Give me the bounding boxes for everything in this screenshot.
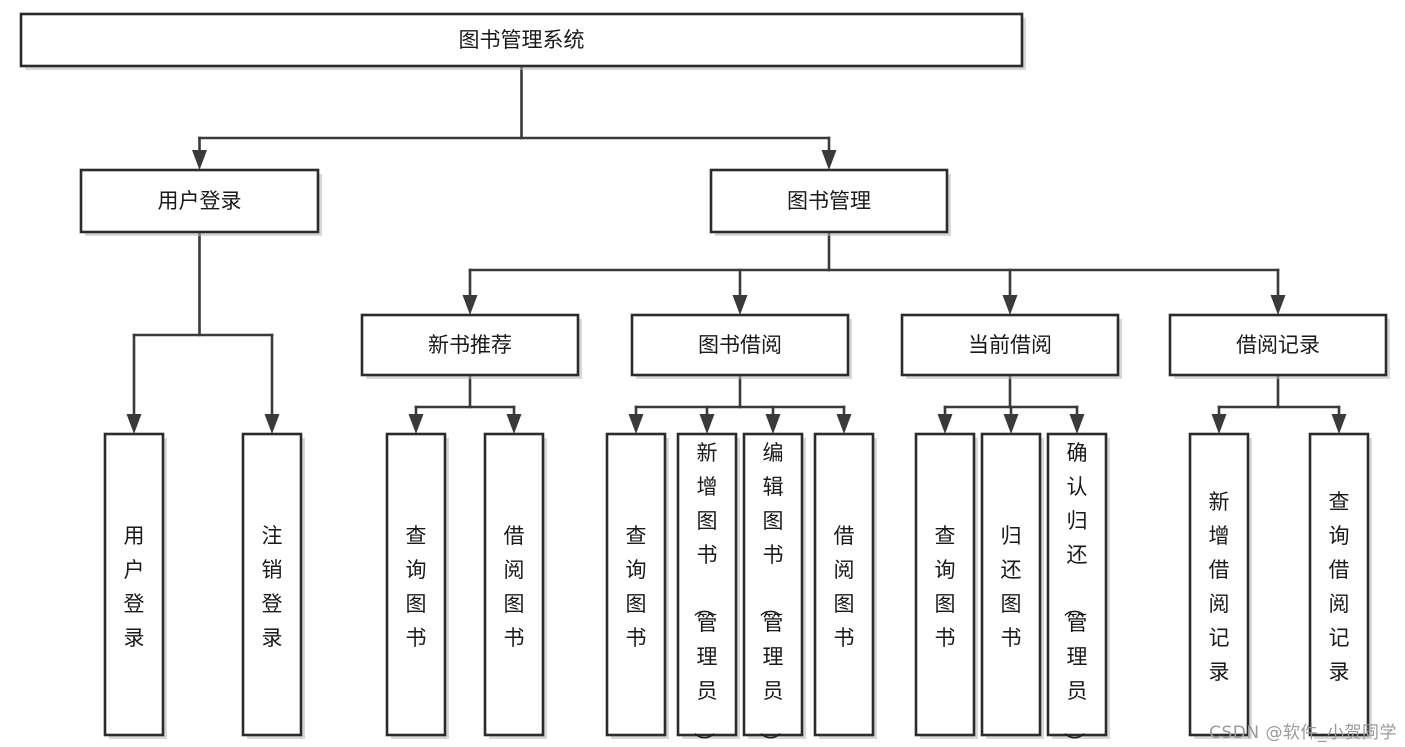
node-label: 查询图书 <box>406 524 427 650</box>
node-bookmgmt[interactable]: 图书管理 <box>709 168 951 236</box>
node-leaf-rec-2[interactable]: 查询借阅记录 <box>1308 432 1372 739</box>
arrowhead-icon <box>192 150 207 170</box>
node-label: 查询借阅记录 <box>1329 490 1350 684</box>
node-leaf-bor-2[interactable]: 新增图书（管理员） <box>676 432 740 747</box>
arrowhead-icon <box>1331 414 1347 434</box>
node-box[interactable] <box>813 432 875 737</box>
arrowhead-icon <box>937 414 953 434</box>
node-label: 确认归还（管理员） <box>1062 441 1088 747</box>
arrowhead-icon <box>765 414 781 434</box>
arrowhead-icon <box>1002 295 1018 315</box>
node-box[interactable] <box>1046 432 1108 737</box>
node-label: 借阅图书 <box>834 524 855 650</box>
node-leaf-bor-3[interactable]: 编辑图书（管理员） <box>742 432 806 747</box>
node-leaf-login-2[interactable]: 注销登录 <box>241 432 305 739</box>
node-box[interactable] <box>385 432 447 737</box>
node-label: 新增借阅记录 <box>1209 490 1230 684</box>
node-label: 借阅记录 <box>1236 333 1320 357</box>
node-box[interactable] <box>980 432 1042 737</box>
node-label: 当前借阅 <box>968 333 1052 357</box>
node-label: 新增图书（管理员） <box>692 441 718 747</box>
edge-borrow-leaf <box>628 373 852 434</box>
node-current[interactable]: 当前借阅 <box>900 313 1122 379</box>
arrowhead-icon <box>462 295 478 315</box>
arrowhead-icon <box>1270 295 1286 315</box>
node-box[interactable] <box>79 168 320 234</box>
node-box[interactable] <box>605 432 667 737</box>
edge-bookmgmt-to-l2 <box>462 230 1286 315</box>
node-leaf-new-1[interactable]: 查询图书 <box>385 432 449 739</box>
node-box[interactable] <box>241 432 303 737</box>
arrowhead-icon <box>408 414 424 434</box>
arrowhead-icon <box>699 414 715 434</box>
node-label: 归还图书 <box>1001 524 1022 650</box>
arrowhead-icon <box>1003 414 1019 434</box>
node-label: 用户登录 <box>158 189 242 213</box>
arrowhead-icon <box>506 414 522 434</box>
arrowhead-icon <box>1211 414 1227 434</box>
node-label: 注销登录 <box>262 524 283 650</box>
arrowhead-icon <box>732 295 748 315</box>
node-leaf-login-1[interactable]: 用户登录 <box>103 432 167 739</box>
node-newbook[interactable]: 新书推荐 <box>360 313 582 379</box>
node-box[interactable] <box>709 168 949 234</box>
edge-current-leaf <box>937 373 1085 434</box>
edge-record-leaf <box>1211 373 1347 434</box>
arrowhead-icon <box>264 414 280 434</box>
node-box[interactable] <box>676 432 738 737</box>
node-label: 编辑图书（管理员） <box>758 441 784 747</box>
node-label: 图书管理 <box>787 189 871 213</box>
node-box[interactable] <box>483 432 545 737</box>
node-label: 查询图书 <box>935 524 956 650</box>
node-leaf-new-2[interactable]: 借阅图书 <box>483 432 547 739</box>
node-box[interactable] <box>19 12 1024 68</box>
node-box[interactable] <box>360 313 580 377</box>
node-label: 新书推荐 <box>428 333 512 357</box>
node-box[interactable] <box>630 313 850 377</box>
node-box[interactable] <box>742 432 804 737</box>
edge-root-to-level1 <box>192 64 837 170</box>
node-leaf-cur-2[interactable]: 归还图书 <box>980 432 1044 739</box>
arrowhead-icon <box>1069 414 1085 434</box>
watermark-label: CSDN @软件_小贺同学 <box>1209 723 1397 743</box>
node-box[interactable] <box>103 432 165 737</box>
node-leaf-rec-1[interactable]: 新增借阅记录 <box>1188 432 1252 739</box>
node-record[interactable]: 借阅记录 <box>1168 313 1390 379</box>
node-box[interactable] <box>914 432 976 737</box>
edge-login-to-leaf <box>126 230 280 434</box>
node-borrow[interactable]: 图书借阅 <box>630 313 852 379</box>
arrowhead-icon <box>821 150 837 170</box>
node-label: 用户登录 <box>124 524 145 650</box>
node-leaf-cur-1[interactable]: 查询图书 <box>914 432 978 739</box>
node-label: 图书管理系统 <box>459 28 585 52</box>
node-root[interactable]: 图书管理系统 <box>19 12 1026 70</box>
node-leaf-bor-1[interactable]: 查询图书 <box>605 432 669 739</box>
node-leaf-bor-4[interactable]: 借阅图书 <box>813 432 877 739</box>
node-box[interactable] <box>1188 432 1250 737</box>
node-label: 借阅图书 <box>504 524 525 650</box>
node-label: 查询图书 <box>626 524 647 650</box>
arrowhead-icon <box>836 414 852 434</box>
node-box[interactable] <box>1308 432 1370 737</box>
edge-newbook-leaf <box>408 373 522 434</box>
node-label: 图书借阅 <box>698 333 782 357</box>
arrowhead-icon <box>628 414 644 434</box>
node-leaf-cur-3[interactable]: 确认归还（管理员） <box>1046 432 1110 747</box>
nodes-layer: 图书管理系统用户登录图书管理新书推荐图书借阅当前借阅借阅记录用户登录注销登录查询… <box>19 12 1390 747</box>
node-login[interactable]: 用户登录 <box>79 168 322 236</box>
node-box[interactable] <box>900 313 1120 377</box>
edges-layer <box>126 64 1347 434</box>
node-box[interactable] <box>1168 313 1388 377</box>
arrowhead-icon <box>126 414 142 434</box>
